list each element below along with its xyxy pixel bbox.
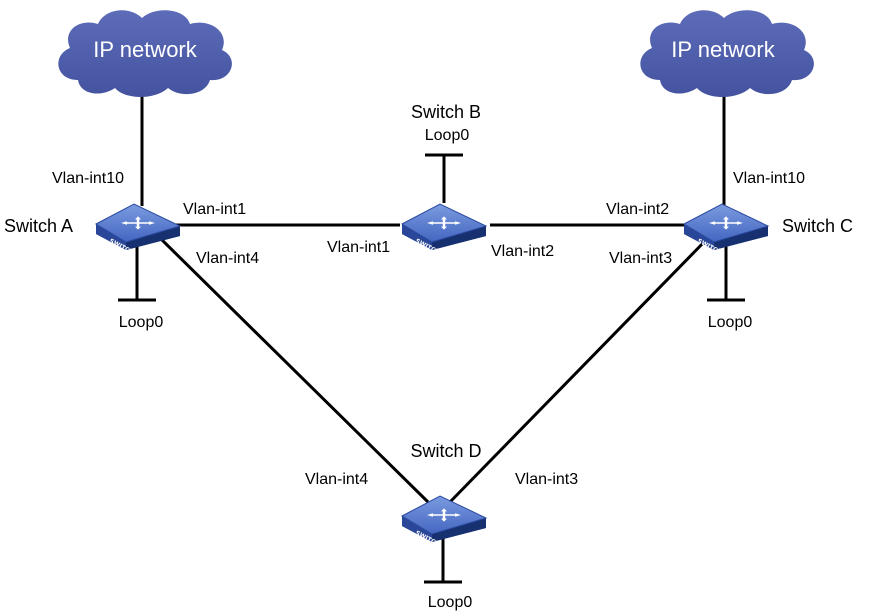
switch-c-uplink-label: Vlan-int10 <box>733 170 805 187</box>
switch-a-loop-label: Loop0 <box>119 314 164 331</box>
switch-c-icon: SWITCH <box>682 203 770 256</box>
switch-a-to-d-label: Vlan-int4 <box>196 250 259 267</box>
link-switch-a-to-switch-d <box>158 236 430 504</box>
switch-a-uplink-label: Vlan-int10 <box>52 170 124 187</box>
switch-b-name: Switch B <box>411 102 481 122</box>
link-switch-c-to-switch-d <box>448 236 710 504</box>
switch-c-to-d-label: Vlan-int3 <box>609 250 672 267</box>
links <box>118 96 745 584</box>
cloud-left-label: IP network <box>93 37 198 62</box>
switch-c-name: Switch C <box>782 216 853 236</box>
switch-c-loop-label: Loop0 <box>708 314 753 331</box>
switch-b-icon: SWITCH <box>400 203 488 256</box>
cloud-right-label: IP network <box>671 37 776 62</box>
switch-d-loop-label: Loop0 <box>428 594 473 611</box>
switch-a-to-b-label: Vlan-int1 <box>183 201 246 218</box>
switch-b-to-a-label: Vlan-int1 <box>327 239 390 256</box>
switch-c-to-b-label: Vlan-int2 <box>606 201 669 218</box>
switch-d-name: Switch D <box>410 441 481 461</box>
switch-d-to-c-label: Vlan-int3 <box>515 471 578 488</box>
switch-a-icon: SWITCH <box>94 203 182 256</box>
cloud-left: IP network <box>58 10 232 98</box>
switch-b-loop-label: Loop0 <box>425 127 470 144</box>
switch-d-icon: SWITCH <box>400 495 488 548</box>
switch-b-to-c-label: Vlan-int2 <box>491 243 554 260</box>
cloud-right: IP network <box>640 10 814 98</box>
switch-a-name: Switch A <box>4 216 73 236</box>
switch-d-to-a-label: Vlan-int4 <box>305 471 368 488</box>
